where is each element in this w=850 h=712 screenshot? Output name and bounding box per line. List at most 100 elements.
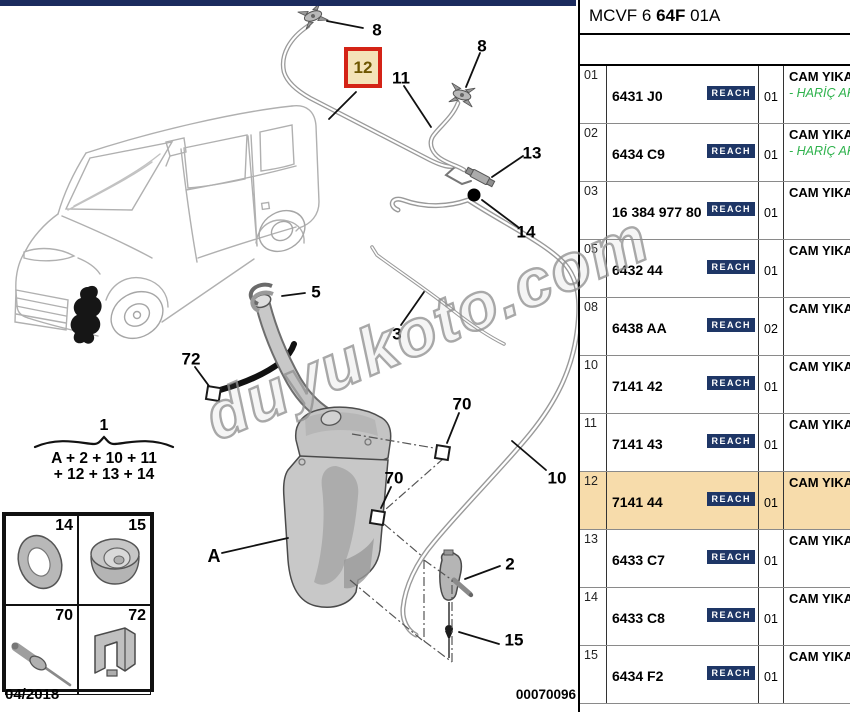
part-note: - HARİÇ AK xyxy=(789,144,850,159)
part-description: CAM YIKAM xyxy=(789,475,850,490)
part-description: CAM YIKAM xyxy=(789,301,850,316)
description-cell: CAM YIKAM xyxy=(784,646,850,703)
quantity: 01 xyxy=(759,182,784,239)
description-cell: CAM YIKAM xyxy=(784,472,850,529)
grommet-15-part xyxy=(445,625,453,638)
quantity: 01 xyxy=(759,124,784,181)
table-row[interactable]: 02 6434 C9 REACH 01 CAM YIKAM - HARİÇ AK xyxy=(580,124,850,182)
part-number: 6434 F2 xyxy=(612,668,664,684)
row-position: 10 xyxy=(580,356,607,413)
table-row[interactable]: 15 6434 F2 REACH 01 CAM YIKAM xyxy=(580,646,850,704)
legend-num: 70 xyxy=(55,607,73,624)
part-number: 6434 C9 xyxy=(612,146,665,162)
row-position: 03 xyxy=(580,182,607,239)
assembly-brace xyxy=(33,435,175,449)
reach-badge[interactable]: REACH xyxy=(707,144,755,158)
center-lines xyxy=(349,433,453,663)
part-ref-cell: 6434 F2 REACH xyxy=(607,646,759,703)
description-cell: CAM YIKAY xyxy=(784,588,850,645)
part-ref-cell: 6433 C7 REACH xyxy=(607,530,759,587)
callout-8b: 8 xyxy=(477,36,487,56)
part-ref-cell: 7141 44 REACH xyxy=(607,472,759,529)
image-number: 00070096 xyxy=(515,687,576,702)
table-row[interactable]: 13 6433 C7 REACH 01 CAM YIKAM xyxy=(580,530,850,588)
callout-70b: 70 xyxy=(384,468,404,488)
callout-12-selected[interactable]: 12 xyxy=(344,47,382,88)
part-description: CAM YIKAM xyxy=(789,359,850,374)
row-position: 08 xyxy=(580,298,607,355)
part-description: CAM YIKAM xyxy=(789,69,850,84)
parts-table: 01 6431 J0 REACH 01 CAM YIKAM - HARİÇ AK… xyxy=(580,64,850,704)
diagram-artwork xyxy=(14,2,578,663)
callout-14: 14 xyxy=(516,222,536,242)
van-illustration xyxy=(14,105,320,340)
row-position: 12 xyxy=(580,472,607,529)
part-ref-cell: 6432 44 REACH xyxy=(607,240,759,297)
jet-tube-3 xyxy=(370,245,506,346)
table-row[interactable]: 11 7141 43 REACH 01 CAM YIKAM xyxy=(580,414,850,472)
marker-square-70a xyxy=(433,443,451,462)
description-cell: CAM YIKAM xyxy=(784,414,850,471)
fastener-legend: 14 15 70 xyxy=(2,512,154,695)
table-row[interactable]: 01 6431 J0 REACH 01 CAM YIKAM - HARİÇ AK xyxy=(580,66,850,124)
callout-11: 11 xyxy=(392,68,410,88)
washer-hose-11 xyxy=(428,100,467,173)
description-cell: CAM YIKAM xyxy=(784,240,850,297)
reach-badge[interactable]: REACH xyxy=(707,550,755,564)
callout-15: 15 xyxy=(504,630,524,650)
part-ref-cell: 7141 42 REACH xyxy=(607,356,759,413)
callout-5: 5 xyxy=(311,282,321,302)
pump-2 xyxy=(439,549,474,658)
table-row[interactable]: 08 6438 AA REACH 02 CAM YIKAM xyxy=(580,298,850,356)
reach-badge[interactable]: REACH xyxy=(707,376,755,390)
quantity: 01 xyxy=(759,414,784,471)
description-cell: CAM YIKAM - HARİÇ AK xyxy=(784,66,850,123)
catalog-date: 04/2018 xyxy=(5,686,60,703)
row-position: 11 xyxy=(580,414,607,471)
part-number: 16 384 977 80 xyxy=(612,204,702,220)
legend-cell-15: 15 xyxy=(78,515,151,605)
table-row[interactable]: 14 6433 C8 REACH 01 CAM YIKAY xyxy=(580,588,850,646)
quantity: 01 xyxy=(759,240,784,297)
marker-square-70b xyxy=(368,508,386,527)
table-row[interactable]: 10 7141 42 REACH 01 CAM YIKAM xyxy=(580,356,850,414)
row-position: 15 xyxy=(580,646,607,703)
part-number: 7141 43 xyxy=(612,436,663,452)
part-description: CAM YIKAM xyxy=(789,417,850,432)
part-number: 6433 C8 xyxy=(612,610,665,626)
washer-hose-12 xyxy=(280,23,472,186)
callout-8a: 8 xyxy=(372,20,382,40)
part-description: CAM YIKAM xyxy=(789,185,850,200)
clamp-5 xyxy=(248,282,274,313)
reach-badge[interactable]: REACH xyxy=(707,492,755,506)
legend-cell-72: 72 xyxy=(78,605,151,695)
row-position: 01 xyxy=(580,66,607,123)
part-number: 6432 44 xyxy=(612,262,663,278)
row-position: 05 xyxy=(580,240,607,297)
description-cell: CAM YIKAM xyxy=(784,356,850,413)
reach-badge[interactable]: REACH xyxy=(707,318,755,332)
quantity: 01 xyxy=(759,356,784,413)
table-row-selected[interactable]: 12 7141 44 REACH 01 CAM YIKAM xyxy=(580,472,850,530)
part-ref-cell: 6433 C8 REACH xyxy=(607,588,759,645)
rivet-icon xyxy=(11,642,72,687)
callout-3: 3 xyxy=(392,324,402,344)
assembly-formula-line1: A + 2 + 10 + 11 xyxy=(51,450,157,467)
table-row[interactable]: 05 6432 44 REACH 01 CAM YIKAM xyxy=(580,240,850,298)
washer-tank xyxy=(282,406,392,608)
reach-badge[interactable]: REACH xyxy=(707,666,755,680)
marker-square-72 xyxy=(204,384,222,403)
part-ref-cell: 6438 AA REACH xyxy=(607,298,759,355)
reach-badge[interactable]: REACH xyxy=(707,202,755,216)
assembly-number: 1 xyxy=(99,417,109,434)
grommet-14-dot xyxy=(467,188,481,202)
callout-10: 10 xyxy=(547,468,567,488)
row-position: 02 xyxy=(580,124,607,181)
table-row[interactable]: 03 16 384 977 80 REACH 01 CAM YIKAM xyxy=(580,182,850,240)
reach-badge[interactable]: REACH xyxy=(707,86,755,100)
reach-badge[interactable]: REACH xyxy=(707,260,755,274)
reach-badge[interactable]: REACH xyxy=(707,434,755,448)
legend-cell-70: 70 xyxy=(5,605,78,695)
quantity: 01 xyxy=(759,530,784,587)
reach-badge[interactable]: REACH xyxy=(707,608,755,622)
